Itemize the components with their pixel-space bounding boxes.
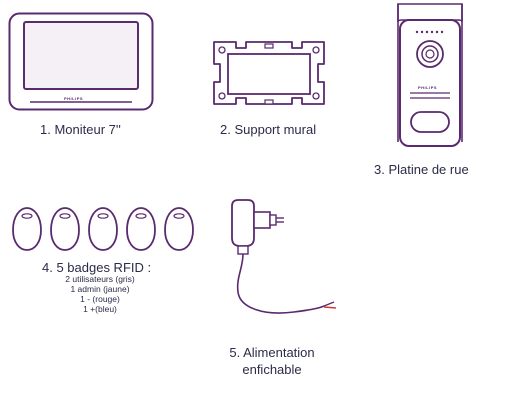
rfid-detail-line: 1 admin (jaune) bbox=[70, 284, 130, 294]
caption-monitor: 1. Moniteur 7'' bbox=[40, 122, 121, 137]
door-station-brand-label: PHILIPS bbox=[418, 85, 438, 90]
rfid-badge-icon bbox=[12, 207, 42, 251]
rfid-badges-illustration bbox=[12, 207, 194, 251]
monitor-brand-label: PHILIPS bbox=[64, 96, 84, 101]
rfid-detail-line: 1 - (rouge) bbox=[80, 294, 120, 304]
caption-wall-mount: 2. Support mural bbox=[220, 122, 317, 137]
caption-rfid-badges: 4. 5 badges RFID : bbox=[42, 260, 152, 275]
wall-mount-illustration bbox=[213, 41, 325, 105]
rfid-detail-line: 1 +(bleu) bbox=[83, 304, 117, 314]
rfid-badge-icon bbox=[88, 207, 118, 251]
rfid-detail-line: 2 utilisateurs (gris) bbox=[65, 274, 135, 284]
door-station-illustration bbox=[397, 3, 463, 147]
rfid-badge-icon bbox=[126, 207, 156, 251]
rfid-badge-details: 2 utilisateurs (gris) 1 admin (jaune) 1 … bbox=[40, 274, 160, 314]
caption-power-adapter-line-2: enfichable bbox=[242, 362, 302, 377]
caption-power-adapter-line-1: 5. Alimentation bbox=[229, 345, 315, 360]
rfid-badge-icon bbox=[50, 207, 80, 251]
monitor-illustration bbox=[8, 12, 154, 111]
rfid-badge-icon bbox=[164, 207, 194, 251]
caption-power-adapter: 5. Alimentation enfichable bbox=[212, 344, 332, 378]
caption-door-station: 3. Platine de rue bbox=[374, 162, 469, 177]
power-adapter-illustration bbox=[231, 199, 337, 314]
